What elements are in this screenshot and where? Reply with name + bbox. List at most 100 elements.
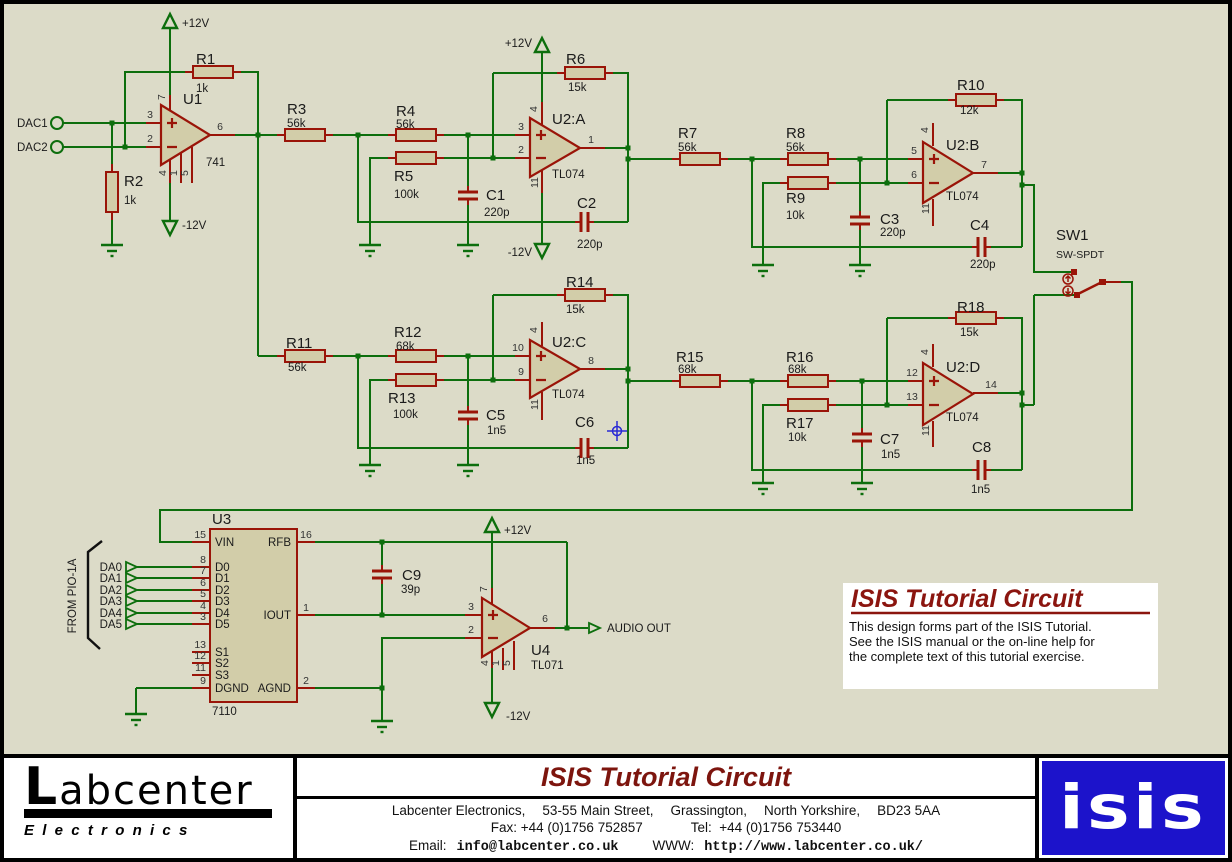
pin-name: D4 [215, 608, 230, 620]
pin-name: RFB [268, 537, 291, 549]
ref: C2 [577, 195, 596, 212]
opamp-U2D[interactable]: U2:D TL074 12 13 14 4 11 [906, 349, 997, 436]
resistor-R1[interactable]: R1 1k [184, 51, 242, 95]
ref: U3 [212, 511, 231, 528]
pin-number: 12 [906, 367, 918, 379]
pin-number: 7 [200, 565, 206, 577]
note-line: the complete text of this tutorial exerc… [849, 649, 1085, 664]
terminal-label: DAC2 [17, 142, 48, 154]
da-input-terminals[interactable]: DA0 DA1 DA2 DA3 DA4 DA5 FROM PIO-1A [67, 540, 138, 650]
terminal-dac2[interactable]: DAC2 [17, 140, 64, 154]
email-address: info@labcenter.co.uk [456, 839, 619, 855]
ref: C9 [402, 567, 421, 584]
part: TL074 [946, 412, 979, 424]
value: 56k [396, 119, 415, 131]
tel-number: Tel: +44 (0)1756 753440 [690, 820, 842, 835]
address-part: Grassington, [670, 802, 748, 818]
value: 1k [196, 83, 208, 95]
pin-number: 11 [529, 399, 541, 410]
fax-number: Fax: +44 (0)1756 752857 [490, 820, 643, 835]
schematic-canvas[interactable]: +12V -12V +12V -12V +12V -12V DAC1 DAC2 … [4, 4, 1228, 754]
resistor-R5[interactable]: R5 100k [387, 151, 445, 201]
value: 56k [288, 362, 307, 374]
value: 39p [401, 584, 420, 596]
part: 7110 [212, 706, 237, 718]
value: 100k [394, 189, 419, 201]
ref: R4 [396, 103, 415, 120]
ref: C5 [486, 407, 505, 424]
power-rails: +12V -12V +12V -12V +12V -12V [161, 12, 551, 723]
pin-number: 7 [156, 94, 168, 100]
terminal-audio-out[interactable]: AUDIO OUT [588, 622, 671, 635]
email-label: Email: [408, 837, 447, 853]
opamp-U2C[interactable]: U2:C TL074 10 9 8 4 11 [512, 327, 594, 410]
terminal-dac1[interactable]: DAC1 [17, 116, 64, 130]
switch-SW1[interactable]: SW1 SW-SPDT [1056, 227, 1106, 298]
edit-cursor-icon [607, 421, 627, 441]
pin-number: 5 [501, 660, 513, 666]
pin-stubs [146, 95, 1121, 689]
pin-number: 5 [911, 145, 917, 157]
value: 1n5 [487, 425, 506, 437]
opamp-U1[interactable]: U1 741 3 2 6 7 4 1 5 [147, 91, 225, 176]
opamp-U4[interactable]: U4 TL071 3 2 6 7 4 1 5 [468, 586, 564, 672]
pin-number: 1 [490, 660, 502, 666]
opamp-U2B[interactable]: U2:B TL074 5 6 7 4 11 [911, 127, 987, 214]
value: 220p [880, 227, 906, 239]
opamp-U2A[interactable]: U2:A TL074 3 2 1 4 11 [518, 106, 594, 188]
isis-logo-text: isis [1059, 772, 1208, 844]
ref: C6 [575, 414, 594, 431]
ref: C1 [486, 187, 505, 204]
pin-number: 2 [303, 675, 309, 687]
ref: R15 [676, 349, 704, 366]
pin-number: 4 [528, 327, 540, 333]
wires[interactable] [63, 28, 1133, 721]
pin-number: 6 [542, 613, 548, 625]
value: 56k [678, 142, 697, 154]
address-part: Labcenter Electronics, [391, 802, 526, 818]
note-box[interactable]: ISIS Tutorial Circuit This design forms … [843, 583, 1158, 689]
terminal-circle-icon [50, 116, 64, 130]
ref: R5 [394, 168, 413, 185]
value: 15k [566, 304, 585, 316]
pin-number: 1 [168, 170, 180, 176]
ref: R12 [394, 324, 422, 341]
ref: R1 [196, 51, 215, 68]
dac-U3[interactable]: U3 7110 15 8 7 6 5 4 3 13 12 11 9 VIN D0… [194, 511, 312, 718]
value: 56k [786, 142, 805, 154]
bus-bracket [86, 540, 103, 650]
title-block: Labcenter Electronics ISIS Tutorial Circ… [4, 754, 1228, 858]
pin-number: 11 [920, 425, 932, 436]
ref: C7 [880, 431, 899, 448]
pin-name: D1 [215, 573, 230, 585]
value: 56k [287, 118, 306, 130]
address-part: North Yorkshire, [764, 802, 861, 818]
pin-number: 14 [985, 379, 997, 391]
